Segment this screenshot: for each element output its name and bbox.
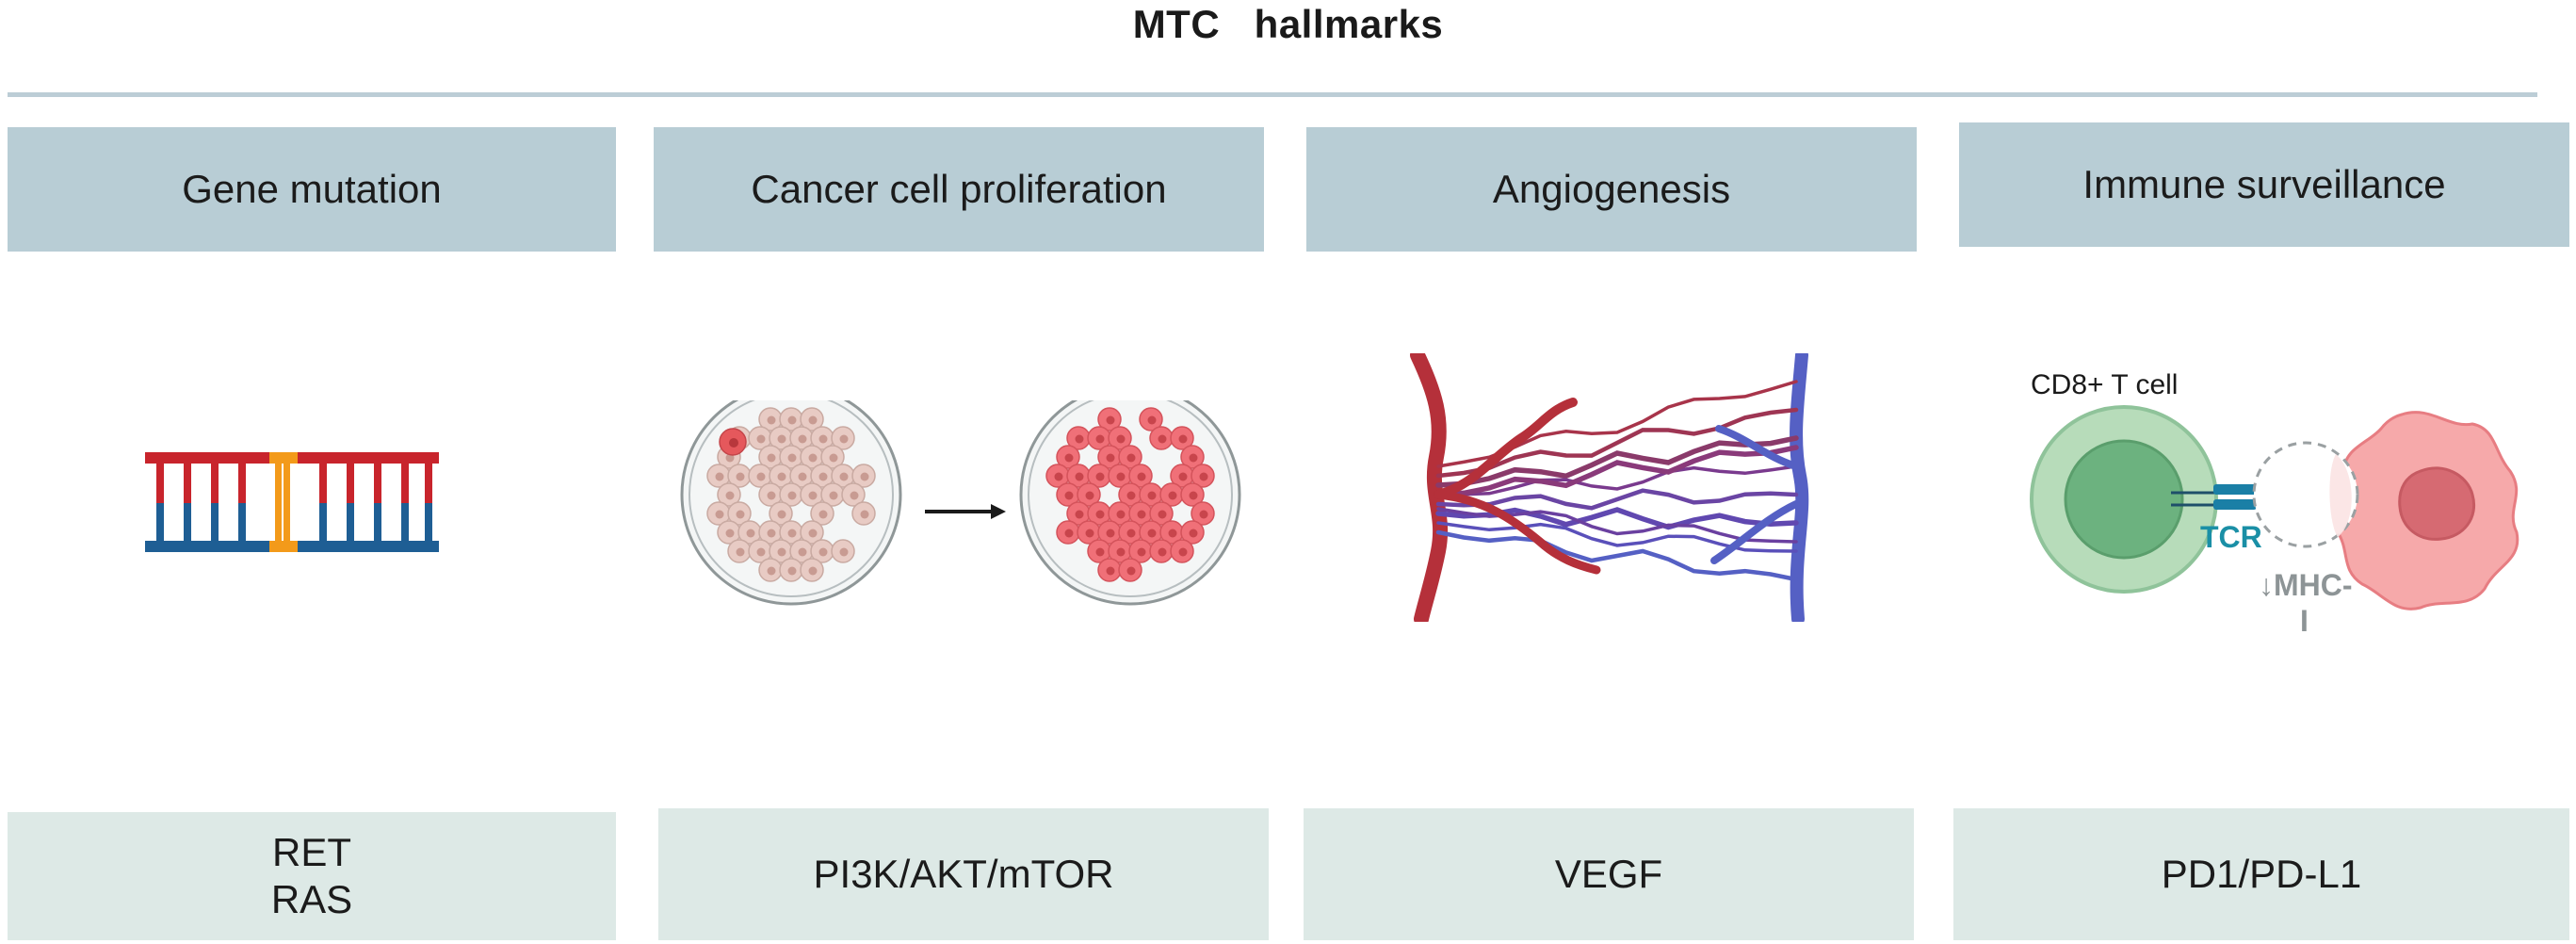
header-cancer-cell-proliferation: Cancer cell proliferation bbox=[654, 127, 1264, 252]
footer-line-vegf: VEGF bbox=[1554, 852, 1663, 896]
t-cell-label: CD8+ T cell bbox=[2031, 369, 2179, 400]
footer-immune-surveillance: PD1/PD-L1 bbox=[1953, 808, 2569, 940]
mhc-label-line2: I bbox=[2300, 604, 2309, 638]
tcr-label: TCR bbox=[2200, 520, 2262, 554]
footer-line-ras: RAS bbox=[270, 877, 353, 921]
footer-line-pathway: PI3K/AKT/mTOR bbox=[813, 852, 1114, 896]
blood-vessels-icon bbox=[1410, 353, 1809, 622]
footer-gene-mutation: RET RAS bbox=[8, 812, 616, 940]
tcr-receptor bbox=[2213, 484, 2257, 495]
dna-mutation-icon bbox=[145, 452, 439, 552]
immune-cell-interaction-icon bbox=[2030, 405, 2519, 610]
header-immune-surveillance: Immune surveillance bbox=[1959, 122, 2569, 247]
footer-line-pd1: PD1/PD-L1 bbox=[2161, 852, 2362, 896]
title-divider bbox=[8, 92, 2537, 97]
t-cell-nucleus bbox=[2064, 439, 2184, 560]
mhc-label-line1: ↓MHC- bbox=[2259, 568, 2353, 602]
tumor-cell-nucleus bbox=[2398, 466, 2475, 541]
page-title: MTC hallmarks bbox=[1132, 2, 1444, 46]
footer-line-ret: RET bbox=[272, 830, 351, 874]
header-gene-mutation: Gene mutation bbox=[8, 127, 616, 252]
header-angiogenesis: Angiogenesis bbox=[1306, 127, 1917, 252]
footer-cancer-cell-proliferation: PI3K/AKT/mTOR bbox=[658, 808, 1269, 940]
footer-angiogenesis: VEGF bbox=[1304, 808, 1914, 940]
petri-dish-proliferation-icon bbox=[680, 400, 1241, 606]
